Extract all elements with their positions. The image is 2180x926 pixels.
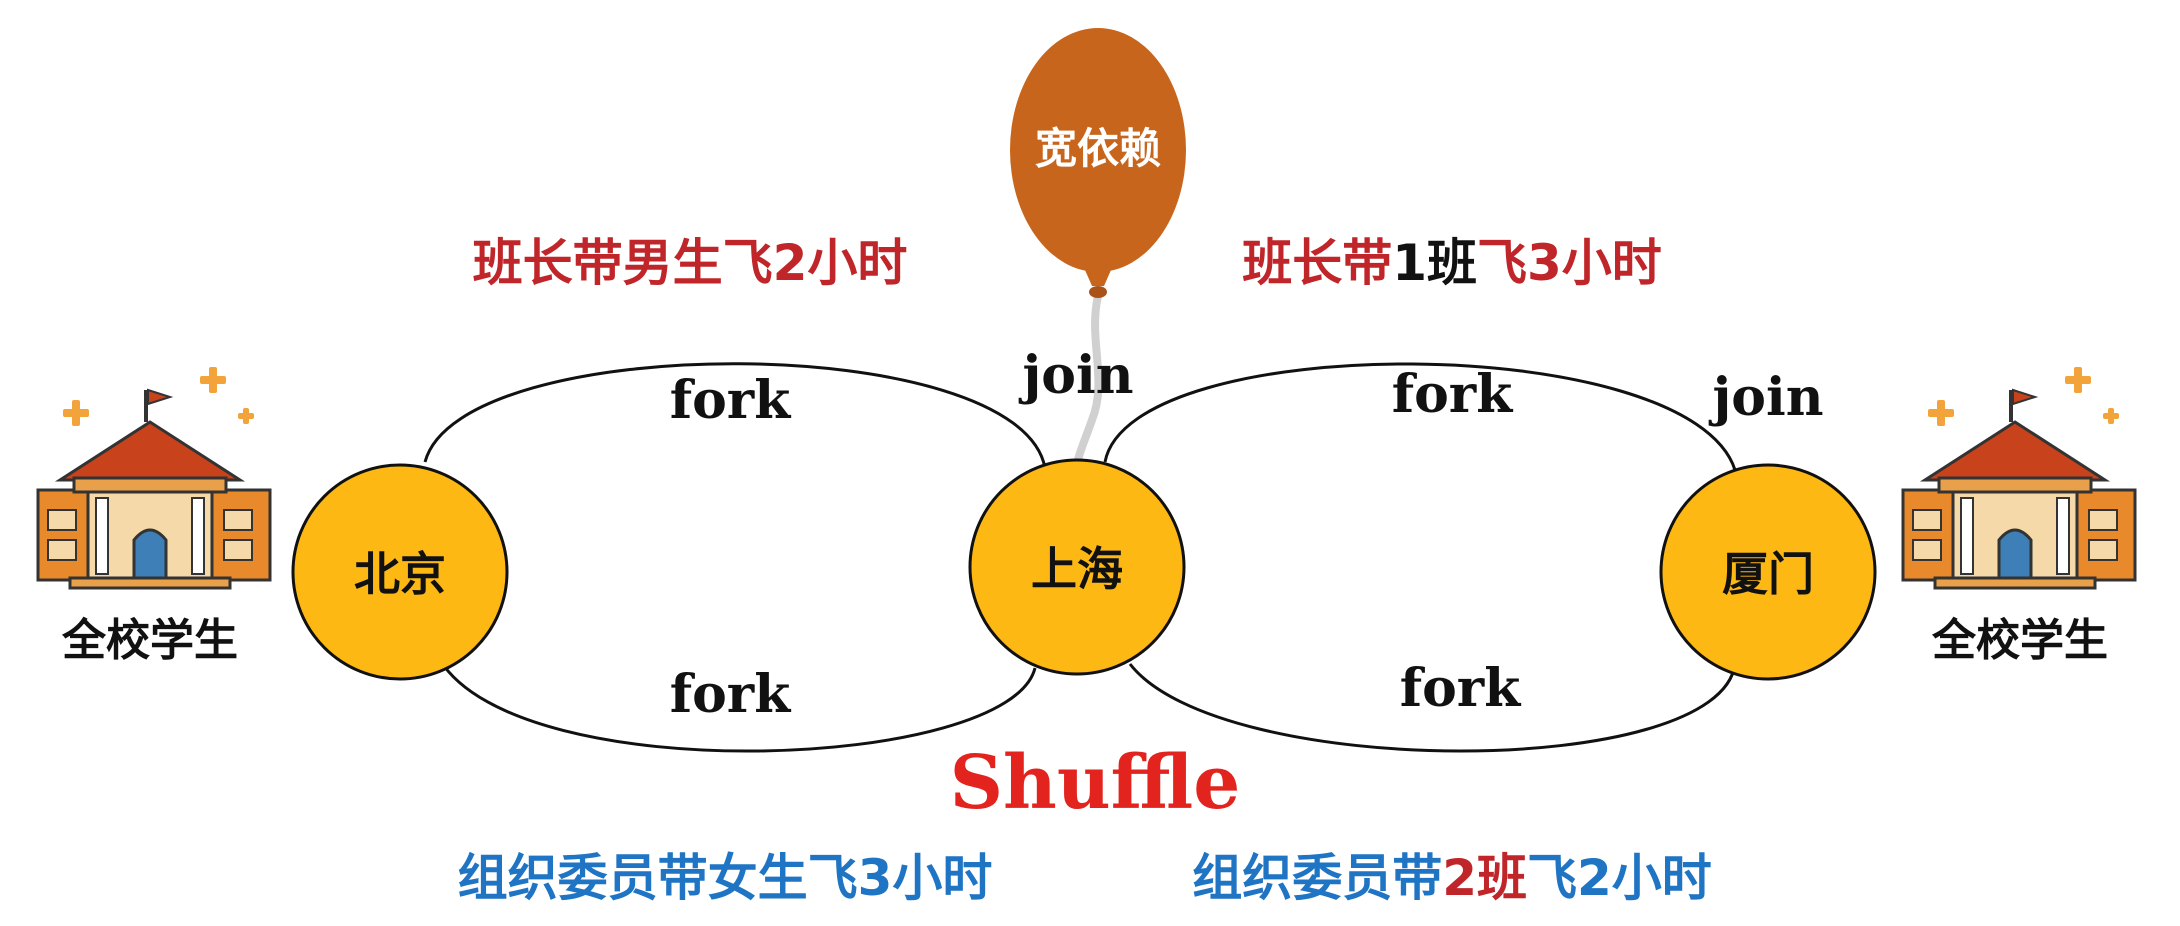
school-building-icon-left <box>36 367 272 590</box>
arc-right-bottom <box>1128 663 1737 753</box>
label-join-center: join <box>1018 345 1133 406</box>
node-shanghai: 上海 <box>968 458 1186 676</box>
shuffle-label: Shuffle <box>950 740 1241 826</box>
node-beijing-label: 北京 <box>354 547 446 601</box>
note-top-right-part1: 班长带 <box>1242 234 1392 292</box>
label-fork-left-bottom: fork <box>670 664 791 725</box>
balloon-label: 宽依赖 <box>1035 124 1161 173</box>
arc-left-bottom <box>438 659 1037 753</box>
sparkle-icon <box>1928 367 2119 426</box>
arc-right-top <box>1103 362 1737 471</box>
note-bottom-right: 组织委员带2班飞2小时 <box>1192 849 1712 907</box>
arc-left-top <box>423 362 1047 469</box>
school-label-right: 全校学生 <box>1931 615 2108 666</box>
balloon-string <box>1071 292 1103 474</box>
note-bottom-right-part2: 2班 <box>1442 849 1527 907</box>
label-fork-left-top: fork <box>670 370 791 431</box>
note-top-right-part3: 飞3小时 <box>1477 234 1662 292</box>
note-bottom-left: 组织委员带女生飞3小时 <box>458 849 993 907</box>
label-join-right: join <box>1708 367 1823 428</box>
label-fork-right-bottom: fork <box>1400 658 1521 719</box>
node-xiamen: 厦门 <box>1659 463 1877 681</box>
node-xiamen-label: 厦门 <box>1722 547 1814 601</box>
node-beijing: 北京 <box>291 463 509 681</box>
note-top-left: 班长带男生飞2小时 <box>473 234 908 292</box>
note-top-right-part2: 1班 <box>1392 234 1477 292</box>
note-bottom-right-part3: 飞2小时 <box>1527 849 1712 907</box>
school-building-icon-right <box>1901 367 2137 590</box>
label-fork-right-top: fork <box>1392 364 1513 425</box>
node-shanghai-label: 上海 <box>1031 542 1123 596</box>
note-bottom-right-part1: 组织委员带 <box>1192 849 1442 907</box>
sparkle-icon <box>63 367 254 426</box>
school-label-left: 全校学生 <box>61 615 238 666</box>
balloon: 宽依赖 <box>1010 28 1186 298</box>
note-top-right: 班长带1班飞3小时 <box>1242 234 1662 292</box>
